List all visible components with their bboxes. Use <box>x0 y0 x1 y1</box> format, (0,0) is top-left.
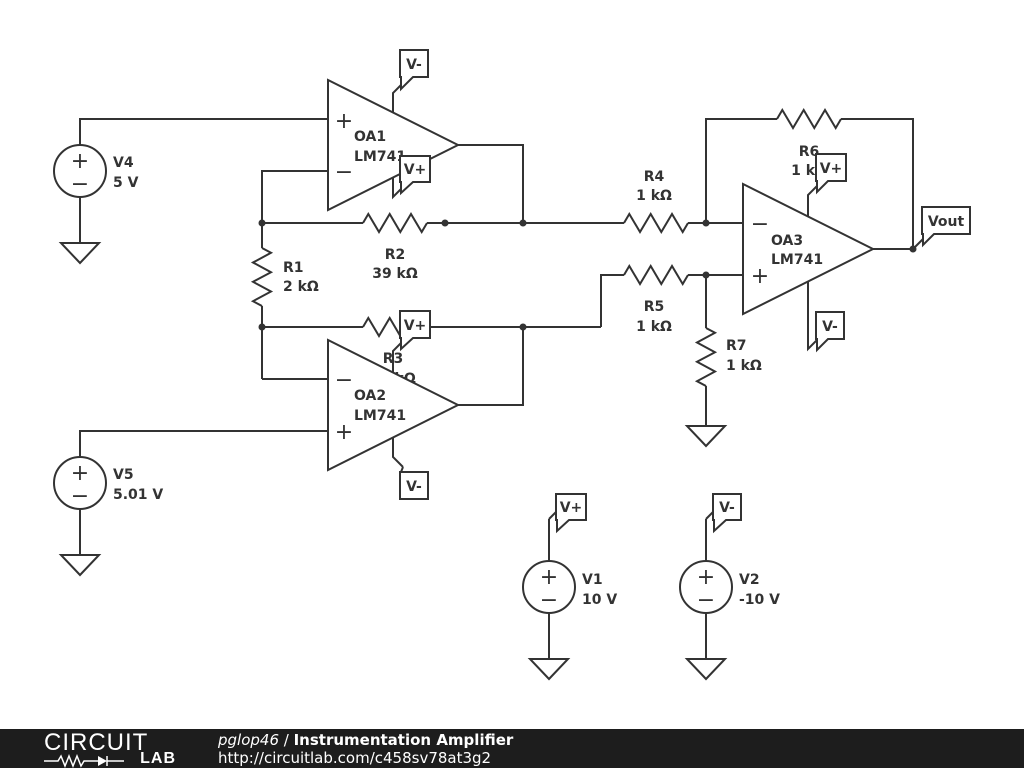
net-tag-oa3-vplus: V+ <box>815 153 847 195</box>
voltage-source-v4-minus-sign: − <box>71 172 89 197</box>
circuitlab-logo[interactable]: CIRCUIT LAB <box>44 729 176 769</box>
resistor-r1-value: 2 kΩ <box>283 279 319 295</box>
resistor-r5[interactable]: R5 1 kΩ <box>623 264 689 335</box>
opamp-oa2-inverting-sign: − <box>335 368 353 393</box>
svg-text:V+: V+ <box>404 162 427 178</box>
voltage-source-v2-ref: V2 <box>739 572 760 588</box>
opamp-oa3[interactable]: − + OA3 LM741 <box>742 182 876 316</box>
resistor-r7[interactable]: R7 1 kΩ <box>694 327 762 387</box>
opamp-oa2-noninverting-sign: + <box>335 420 353 445</box>
opamp-oa3-noninverting-sign: + <box>751 264 769 289</box>
voltage-source-v5-value: 5.01 V <box>113 487 163 503</box>
svg-text:V-: V- <box>406 57 422 73</box>
junction-dot <box>258 323 266 331</box>
resistor-r4-ref: R4 <box>644 169 665 185</box>
ground-icon <box>527 658 571 681</box>
voltage-source-v4-ref: V4 <box>113 155 134 171</box>
junction-dot <box>702 219 710 227</box>
ground-icon <box>58 554 102 577</box>
svg-text:V-: V- <box>719 500 735 516</box>
opamp-oa2-ref: OA2 <box>354 388 386 404</box>
voltage-source-v1[interactable]: + − V1 10 V <box>522 560 617 614</box>
resistor-r5-value: 1 kΩ <box>636 319 672 335</box>
net-tag-oa1-vminus: V- <box>399 49 429 92</box>
footer-bar: CIRCUIT LAB pglop46 / Instrumentation Am… <box>0 729 1024 769</box>
svg-text:V-: V- <box>822 319 838 335</box>
voltage-source-v4[interactable]: + − V4 5 V <box>53 144 139 198</box>
net-tag-oa1-vplus: V+ <box>399 155 431 196</box>
resistor-r1-ref: R1 <box>283 260 304 276</box>
resistor-diode-icon <box>44 753 124 769</box>
svg-text:V+: V+ <box>560 500 583 516</box>
net-tag-vout: Vout <box>912 206 971 250</box>
opamp-oa3-ref: OA3 <box>771 233 803 249</box>
junction-dot <box>519 219 527 227</box>
voltage-source-v1-ref: V1 <box>582 572 603 588</box>
attribution-separator: / <box>279 731 294 749</box>
ground-icon <box>58 242 102 265</box>
voltage-source-v2-plus-sign: + <box>697 565 715 590</box>
voltage-source-v2-value: -10 V <box>739 592 780 608</box>
voltage-source-v1-minus-sign: − <box>540 588 558 613</box>
resistor-r4-value: 1 kΩ <box>636 188 672 204</box>
resistor-r7-ref: R7 <box>726 338 747 354</box>
svg-text:V+: V+ <box>404 318 427 334</box>
opamp-oa3-model: LM741 <box>771 252 823 268</box>
opamp-oa1-inverting-sign: − <box>335 160 353 185</box>
supply-pins <box>392 82 819 468</box>
voltage-source-v2[interactable]: + − V2 -10 V <box>679 560 780 614</box>
voltage-source-v1-value: 10 V <box>582 592 617 608</box>
voltage-source-v5-minus-sign: − <box>71 484 89 509</box>
logo-lab-text: LAB <box>140 750 176 767</box>
net-tag-v1-vplus: V+ <box>548 493 587 534</box>
voltage-source-v1-plus-sign: + <box>540 565 558 590</box>
resistor-r2[interactable]: R2 39 kΩ <box>362 212 428 282</box>
voltage-source-v5-plus-sign: + <box>71 461 89 486</box>
junction-dot <box>441 219 449 227</box>
junction-dot <box>519 323 527 331</box>
resistor-r2-value: 39 kΩ <box>372 266 418 282</box>
resistor-r5-ref: R5 <box>644 299 665 315</box>
voltage-source-v5[interactable]: + − V5 5.01 V <box>53 456 163 510</box>
ground-icon <box>684 658 728 681</box>
circuit-url-link[interactable]: http://circuitlab.com/c458sv78at3g2 <box>218 749 492 767</box>
net-tag-oa2-vminus: V- <box>399 466 429 500</box>
resistor-r2-ref: R2 <box>385 247 406 263</box>
resistor-r1[interactable]: R1 2 kΩ <box>250 247 319 307</box>
net-tag-oa3-vminus: V- <box>815 311 845 353</box>
author-link[interactable]: pglop46 <box>218 731 279 749</box>
opamp-oa2-model: LM741 <box>354 408 406 424</box>
circuit-title: Instrumentation Amplifier <box>293 731 514 749</box>
junction-dot <box>258 219 266 227</box>
opamp-oa1-noninverting-sign: + <box>335 109 353 134</box>
svg-text:V+: V+ <box>820 161 843 177</box>
footer-attribution: pglop46 / Instrumentation Amplifier <box>218 731 513 749</box>
opamp-oa3-inverting-sign: − <box>751 212 769 237</box>
opamp-oa1[interactable]: + − OA1 LM741 <box>327 78 461 212</box>
opamp-oa1-ref: OA1 <box>354 129 386 145</box>
net-tag-oa2-vplus: V+ <box>399 310 431 352</box>
resistor-r6-ref: R6 <box>799 144 820 160</box>
svg-text:V-: V- <box>406 479 422 495</box>
svg-text:Vout: Vout <box>928 214 965 230</box>
voltage-source-v4-plus-sign: + <box>71 149 89 174</box>
voltage-source-v5-ref: V5 <box>113 467 134 483</box>
opamp-oa1-model: LM741 <box>354 149 406 165</box>
circuit-schematic: R1 2 kΩ R2 39 kΩ R3 39 kΩ R4 1 kΩ R5 1 k… <box>53 49 971 681</box>
net-tag-v2-vminus: V- <box>705 493 742 534</box>
ground-icon <box>684 425 728 448</box>
logo-wordmark-top: CIRCUIT <box>44 729 149 756</box>
voltage-source-v2-minus-sign: − <box>697 588 715 613</box>
resistor-r4[interactable]: R4 1 kΩ <box>623 169 689 234</box>
junction-dot <box>702 271 710 279</box>
voltage-source-v4-value: 5 V <box>113 175 139 191</box>
wires <box>79 118 914 659</box>
logo-wordmark-bottom: LAB <box>44 750 176 769</box>
resistor-r7-value: 1 kΩ <box>726 358 762 374</box>
